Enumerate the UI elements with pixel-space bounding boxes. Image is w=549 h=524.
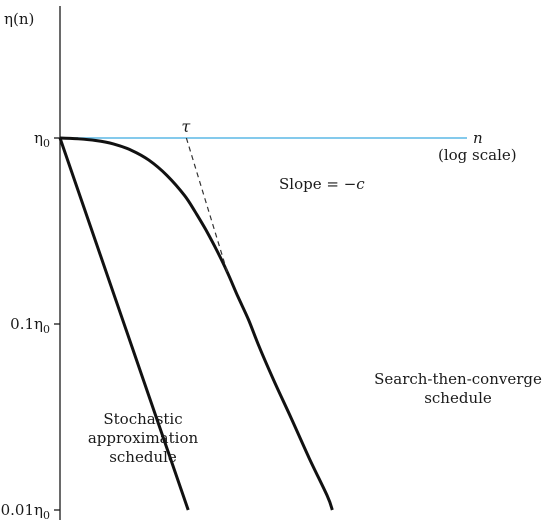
series-layer — [58, 136, 334, 511]
x-axis-scale-note: (log scale) — [438, 146, 517, 164]
y-axis-label: η(n) — [4, 10, 34, 28]
tau-label: τ — [181, 117, 191, 136]
slope-annotation: Slope = −c — [279, 175, 365, 193]
series-label-line: schedule — [109, 448, 177, 466]
series-label-line: Search-then-converge — [374, 370, 542, 388]
series-label-line: Stochastic — [103, 410, 182, 428]
y-tick-label: η0 — [34, 129, 50, 150]
series-label-line: schedule — [424, 389, 492, 407]
y-ticks: η0 0.1η0 0.01η0 — [1, 129, 60, 522]
stochastic-approximation-curve — [58, 137, 190, 511]
y-tick-label: 0.01η0 — [1, 501, 50, 522]
x-axis-label: n — [473, 129, 483, 147]
series-label-line: approximation — [88, 429, 199, 447]
y-tick-label: 0.1η0 — [10, 315, 50, 336]
series-labels: Search-then-convergescheduleStochasticap… — [88, 370, 542, 466]
search-then-converge-curve — [59, 136, 334, 511]
axes: η0 0.1η0 0.01η0 — [1, 6, 467, 522]
